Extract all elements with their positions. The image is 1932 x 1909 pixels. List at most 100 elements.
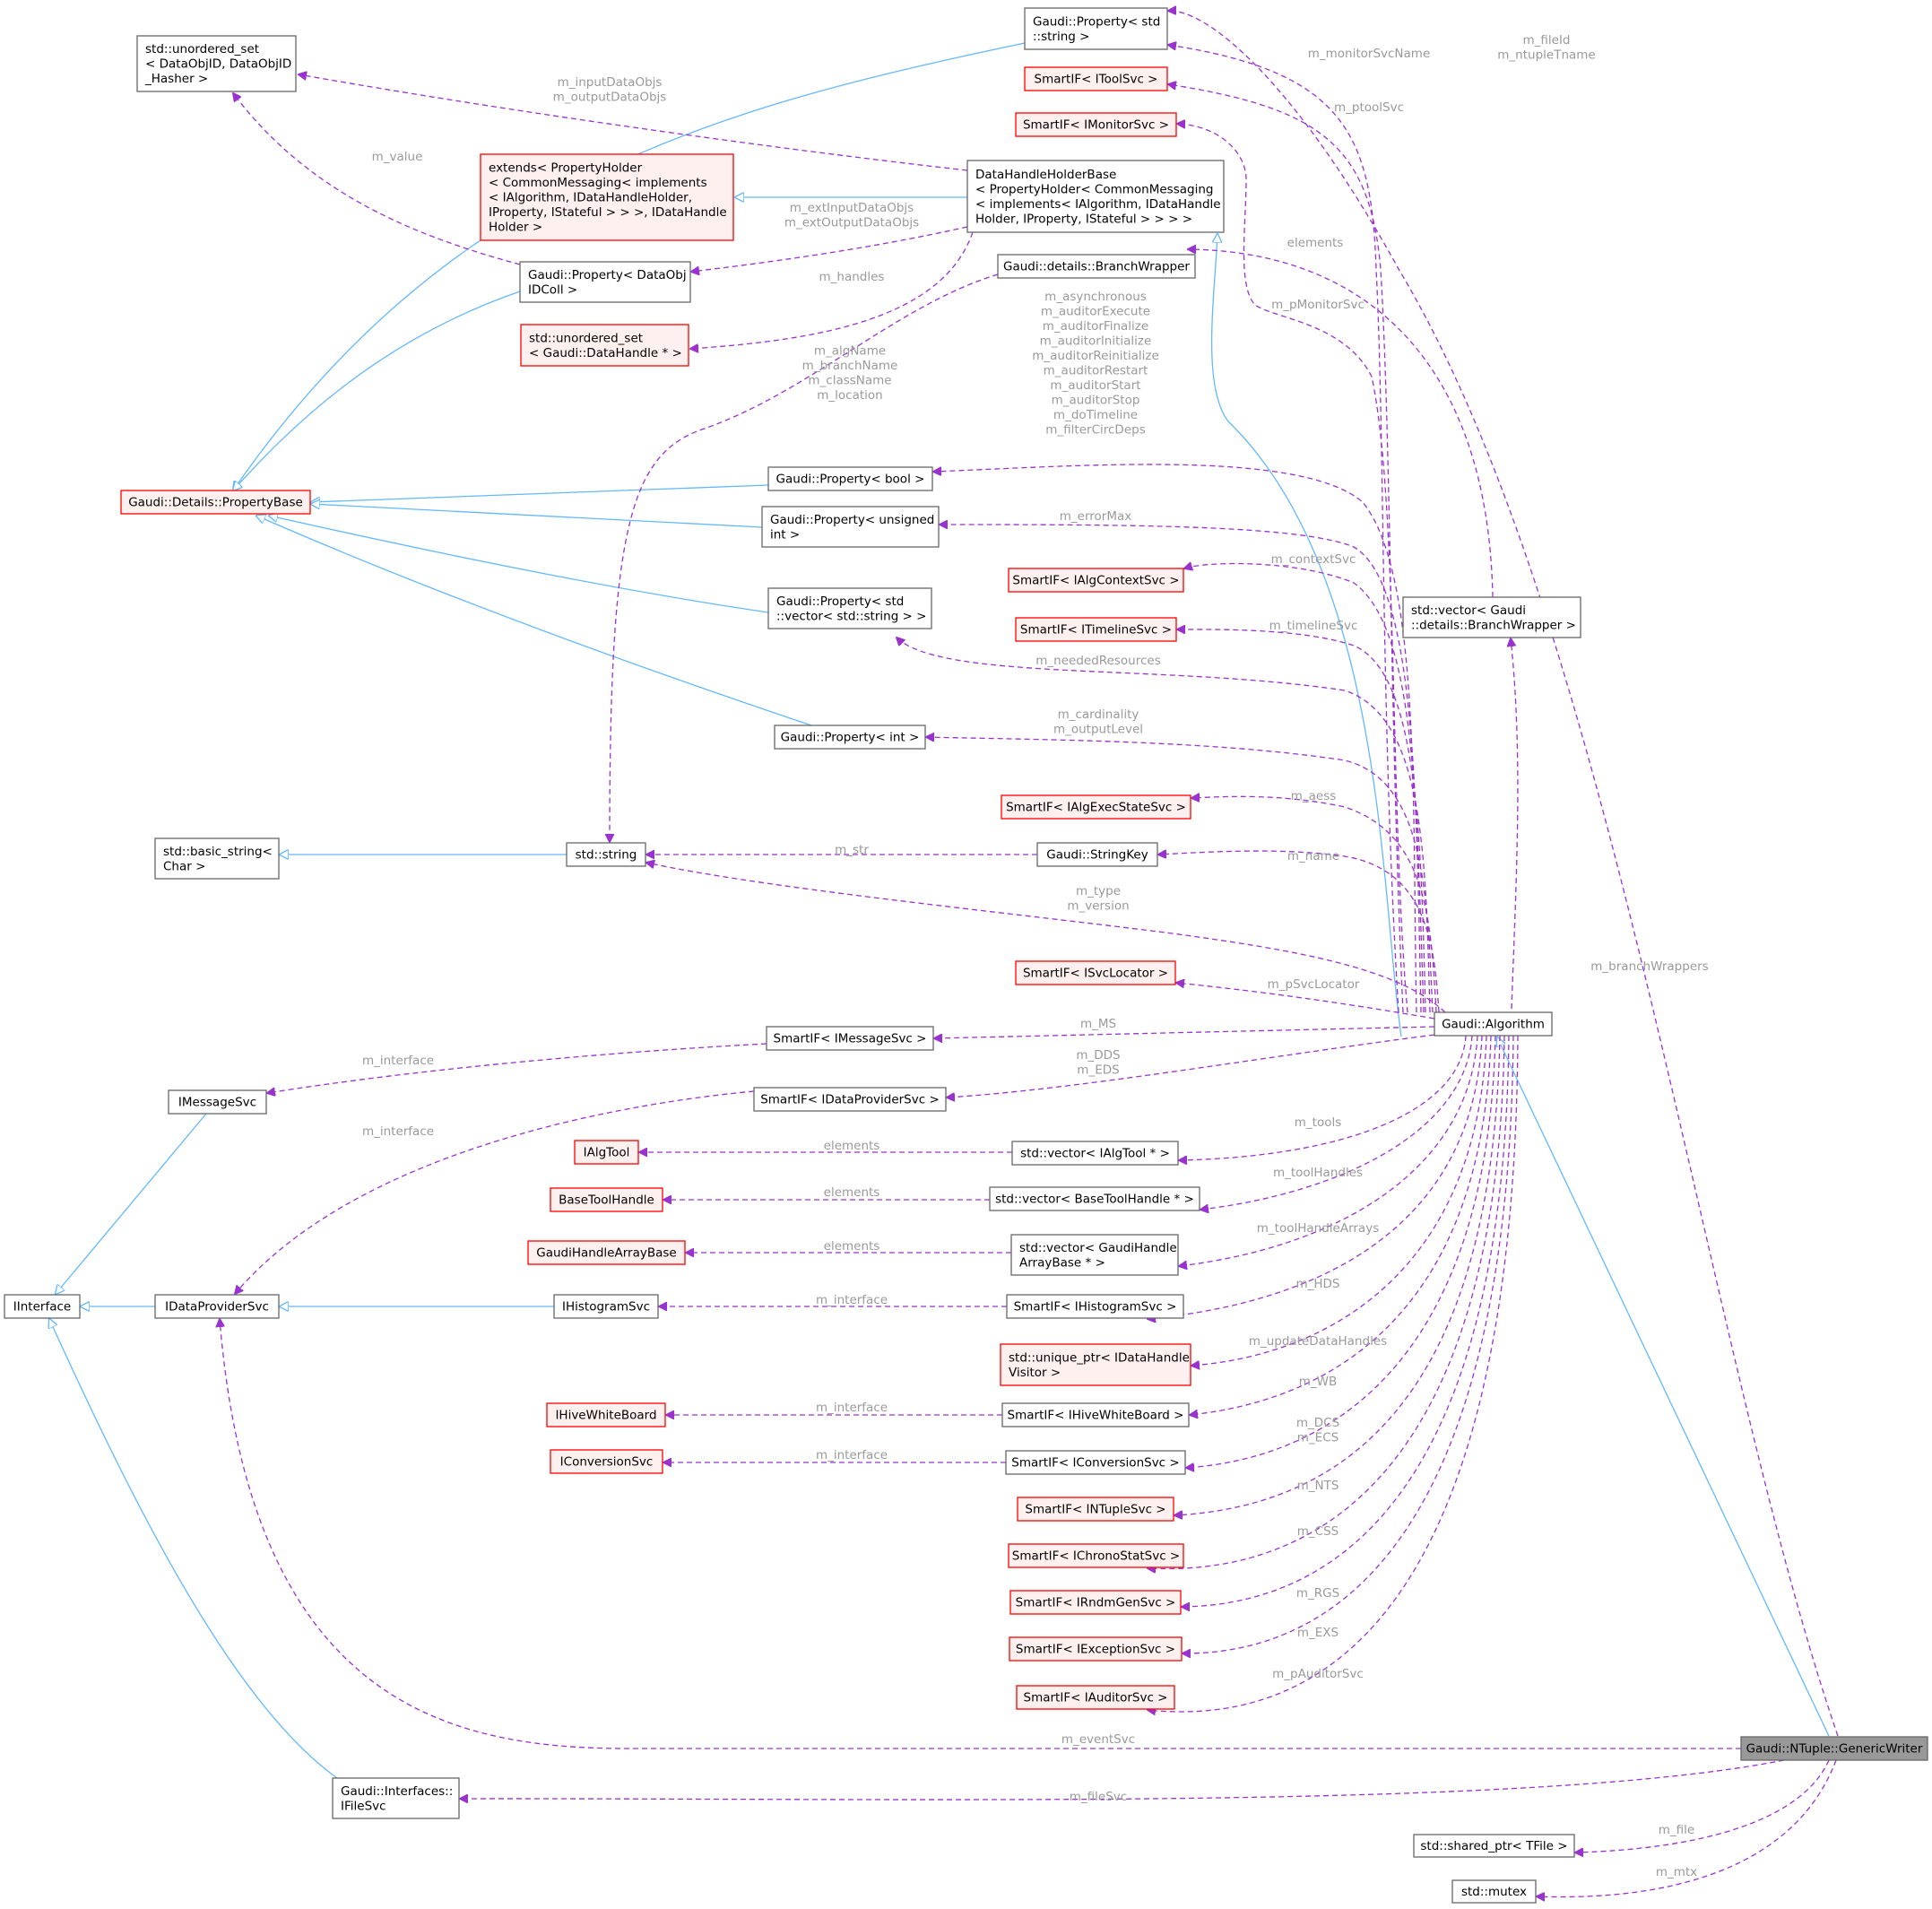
node-prop-int[interactable]: Gaudi::Property< int > (774, 725, 926, 750)
inheritance-edge (1497, 1037, 1830, 1737)
node-extends-holder[interactable]: extends< PropertyHolder< CommonMessaging… (480, 153, 734, 241)
node-box (774, 725, 926, 750)
node-box (1016, 1685, 1175, 1710)
node-smartif-iexceptionsvc[interactable]: SmartIF< IExceptionSvc > (1009, 1636, 1183, 1662)
node-datahandle-holder[interactable]: DataHandleHolderBase< PropertyHolder< Co… (966, 160, 1225, 233)
node-box (1011, 1141, 1179, 1166)
node-label: std::basic_string< (163, 845, 273, 859)
usage-edge (1168, 45, 1399, 1013)
node-gaudihandlearraybase[interactable]: GaudiHandleArrayBase (527, 1240, 686, 1265)
usage-edge (934, 1026, 1435, 1038)
node-label: std::string (576, 848, 637, 863)
usage-edge (1179, 1035, 1467, 1160)
node-box (1015, 617, 1177, 642)
edge-label-psvclocator: m_pSvcLocator (1268, 977, 1360, 992)
node-idataprovidersvc[interactable]: IDataProviderSvc (154, 1294, 280, 1319)
node-shared-ptr-tfile[interactable]: std::shared_ptr< TFile > (1413, 1834, 1575, 1858)
node-label: GaudiHandleArrayBase (536, 1246, 676, 1261)
node-label: IConversionSvc (560, 1455, 654, 1470)
edge-label-monitorsvcname: m_monitorSvcName (1308, 47, 1431, 61)
node-label: IProperty, IStateful > > >, IDataHandle (489, 205, 727, 220)
node-basetoolhandle[interactable]: BaseToolHandle (550, 1187, 663, 1212)
node-smartif-imonitorsvc[interactable]: SmartIF< IMonitorSvc > (1015, 112, 1177, 137)
node-smartif-irndmgensvc[interactable]: SmartIF< IRndmGenSvc > (1009, 1590, 1182, 1615)
node-smartif-ihivewhiteboard[interactable]: SmartIF< IHiveWhiteBoard > (1001, 1402, 1190, 1427)
node-box (546, 1402, 666, 1427)
node-smartif-ialgcontextsvc[interactable]: SmartIF< IAlgContextSvc > (1008, 568, 1184, 593)
node-ihistogramsvc[interactable]: IHistogramSvc (553, 1294, 659, 1319)
node-label: SmartIF< IConversionSvc > (1011, 1456, 1179, 1471)
node-smartif-ihistogramsvc[interactable]: SmartIF< IHistogramSvc > (1006, 1294, 1184, 1319)
node-label: std::shared_ptr< TFile > (1420, 1839, 1567, 1853)
node-smartif-ichronostatsvc[interactable]: SmartIF< IChronoStatSvc > (1008, 1543, 1184, 1568)
node-box (1008, 568, 1184, 593)
node-smartif-itimelinesvc[interactable]: SmartIF< ITimelineSvc > (1015, 617, 1177, 642)
node-box (1008, 1543, 1184, 1568)
node-label: Char > (163, 859, 205, 873)
usage-edge (1575, 1759, 1830, 1853)
node-unordered-dataobjid[interactable]: std::unordered_set< DataObjID, DataObjID… (136, 35, 297, 92)
edge-label-asynchronous: m_auditorStop (1052, 393, 1140, 407)
node-smartif-intuplesvc[interactable]: SmartIF< INTupleSvc > (1017, 1497, 1174, 1522)
node-prop-vec-string[interactable]: Gaudi::Property< std::vector< std::strin… (767, 587, 932, 629)
inheritance-edge (56, 1113, 207, 1294)
node-label: std::unordered_set (145, 42, 259, 56)
node-smartif-idataprovidersvc[interactable]: SmartIF< IDataProviderSvc > (753, 1087, 947, 1112)
node-label: SmartIF< IRndmGenSvc > (1016, 1596, 1176, 1610)
node-label: SmartIF< IHistogramSvc > (1014, 1300, 1177, 1315)
node-ialgtool[interactable]: IAlgTool (574, 1140, 639, 1165)
node-box (527, 1240, 686, 1265)
usage-edge (1182, 1035, 1510, 1607)
node-vec-gaudihandlearray[interactable]: std::vector< GaudiHandleArrayBase * > (1010, 1234, 1179, 1276)
node-generic-writer[interactable]: Gaudi::NTuple::GenericWriter (1740, 1736, 1928, 1761)
inheritance-edge (1210, 234, 1402, 1037)
node-basic-string[interactable]: std::basic_string<Char > (154, 837, 280, 880)
node-smartif-ialgexecstatesvc[interactable]: SmartIF< IAlgExecStateSvc > (1001, 794, 1191, 820)
node-vec-basetoolhandle[interactable]: std::vector< BaseToolHandle * > (989, 1186, 1200, 1211)
node-box (550, 1449, 663, 1474)
node-label: Holder, IProperty, IStateful > > > > (975, 212, 1192, 226)
node-iconversionsvc[interactable]: IConversionSvc (550, 1449, 663, 1474)
node-iinterface[interactable]: IInterface (4, 1294, 81, 1319)
node-label: Gaudi::Property< std (776, 594, 904, 609)
node-box (120, 490, 311, 515)
node-unordered-datahandle[interactable]: std::unordered_set< Gaudi::DataHandle * … (520, 324, 689, 367)
node-vec-ialgtool[interactable]: std::vector< IAlgTool * > (1011, 1141, 1179, 1166)
node-std-string[interactable]: std::string (566, 842, 646, 867)
node-box (1001, 794, 1191, 820)
node-ihivewhiteboard[interactable]: IHiveWhiteBoard (546, 1402, 666, 1427)
usage-edge (646, 863, 1446, 1013)
edge-label-elements-bth: elements (824, 1185, 880, 1200)
node-string-key[interactable]: Gaudi::StringKey (1036, 842, 1158, 867)
node-smartif-isvclocator[interactable]: SmartIF< ISvcLocator > (1015, 960, 1176, 985)
node-imessagesvc[interactable]: IMessageSvc (168, 1089, 267, 1115)
node-prop-bool[interactable]: Gaudi::Property< bool > (767, 466, 933, 491)
usage-edge (940, 525, 1422, 1013)
node-smartif-iconversionsvc[interactable]: SmartIF< IConversionSvc > (1005, 1450, 1186, 1475)
edge-label-asynchronous: m_auditorStart (1050, 378, 1140, 393)
node-label: IAlgTool (584, 1146, 630, 1160)
node-smartif-itoolsvc[interactable]: SmartIF< IToolSvc > (1024, 66, 1168, 91)
node-mutex[interactable]: std::mutex (1451, 1879, 1537, 1904)
usage-edge (1177, 124, 1408, 1013)
node-smartif-iauditorsvc[interactable]: SmartIF< IAuditorSvc > (1016, 1685, 1175, 1710)
node-smartif-imessagesvc[interactable]: SmartIF< IMessageSvc > (766, 1026, 934, 1051)
node-label: IHistogramSvc (562, 1300, 650, 1315)
node-prop-string[interactable]: Gaudi::Property< std::string > (1024, 7, 1168, 50)
usage-edge (947, 1034, 1435, 1098)
inheritance-edge (311, 484, 769, 502)
node-algorithm[interactable]: Gaudi::Algorithm (1434, 1011, 1553, 1037)
node-branch-wrapper[interactable]: Gaudi::details::BranchWrapper (997, 254, 1196, 279)
node-vec-branch-wrapper[interactable]: std::vector< Gaudi::details::BranchWrapp… (1402, 596, 1581, 638)
edge-label-file: m_file (1659, 1823, 1694, 1837)
node-property-base[interactable]: Gaudi::Details::PropertyBase (120, 490, 311, 515)
node-label: < implements< IAlgorithm, IDataHandle (975, 197, 1221, 212)
usage-edge (1177, 629, 1426, 1013)
node-ifilesvc[interactable]: Gaudi::Interfaces::IFileSvc (332, 1777, 460, 1819)
node-label: IInterface (13, 1300, 71, 1315)
node-box (966, 160, 1225, 233)
